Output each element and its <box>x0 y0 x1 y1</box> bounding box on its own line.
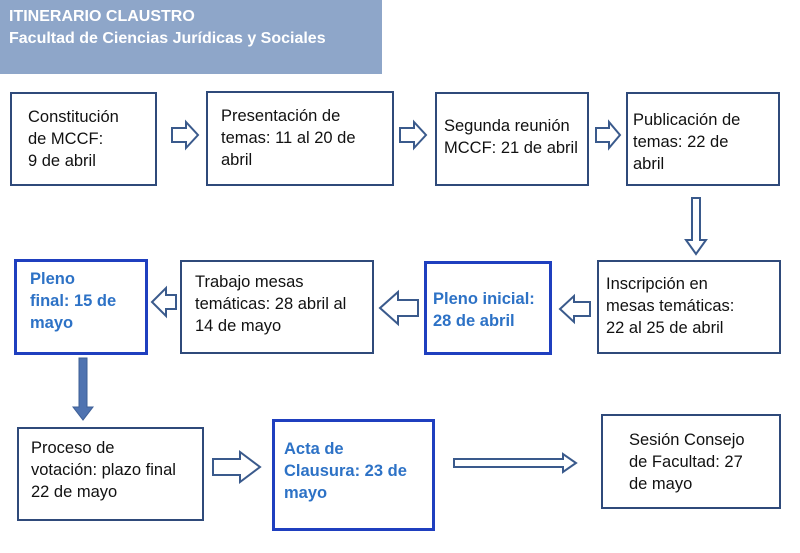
left-arrow-icon <box>150 285 177 319</box>
right-arrow-icon <box>171 119 200 151</box>
step-presentacion: Presentación de temas: 11 al 20 de abril <box>206 91 394 186</box>
right-arrow-icon <box>399 119 428 151</box>
step-acta-clausura: Acta de Clausura: 23 de mayo <box>272 419 435 531</box>
step-sesion-consejo: Sesión Consejo de Facultad: 27 de mayo <box>601 414 781 509</box>
step-publicacion: Publicación de temas: 22 de abril <box>626 92 780 186</box>
right-arrow-icon <box>212 450 262 484</box>
down-arrow-icon <box>684 197 708 256</box>
step-votacion: Proceso de votación: plazo final 22 de m… <box>17 427 204 521</box>
down-arrow-icon <box>71 357 95 421</box>
right-arrow-icon <box>595 119 622 151</box>
right-arrow-icon <box>453 452 578 474</box>
header-subtitle: Facultad de Ciencias Jurídicas y Sociale… <box>9 30 326 47</box>
left-arrow-icon <box>378 289 419 327</box>
step-pleno-inicial: Pleno inicial: 28 de abril <box>424 261 552 355</box>
step-constitucion: Constitución de MCCF: 9 de abril <box>10 92 157 186</box>
step-inscripcion: Inscripción en mesas temáticas: 22 al 25… <box>597 260 781 354</box>
step-segunda-reunion: Segunda reunión MCCF: 21 de abril <box>435 92 589 186</box>
step-pleno-final: Pleno final: 15 de mayo <box>14 259 148 355</box>
header-title: ITINERARIO CLAUSTRO <box>9 8 195 25</box>
left-arrow-icon <box>558 293 591 325</box>
step-trabajo-mesas: Trabajo mesas temáticas: 28 abril al 14 … <box>180 260 374 354</box>
header-banner: ITINERARIO CLAUSTRO Facultad de Ciencias… <box>0 0 382 74</box>
